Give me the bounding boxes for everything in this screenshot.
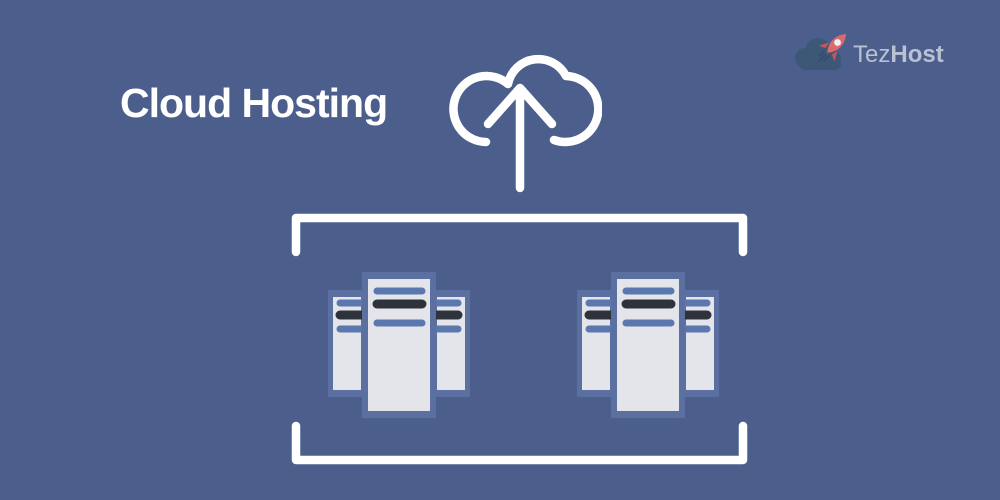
bracket-bottom — [291, 421, 748, 465]
bracket-top — [291, 213, 748, 257]
brand-logo: TezHost — [791, 24, 944, 76]
brand-name-bold: Host — [890, 41, 944, 68]
rocket-cloud-logo-icon — [795, 33, 847, 70]
server-cluster-right — [577, 272, 719, 418]
server-cluster-left — [328, 272, 470, 418]
cloud-outline — [449, 54, 602, 147]
brand-name-light: Tez — [853, 41, 891, 68]
brand-name: TezHost — [853, 41, 944, 69]
page-title: Cloud Hosting — [120, 80, 388, 126]
rocket-window — [834, 39, 841, 46]
bracket-frame — [291, 213, 748, 465]
logo-rocket — [818, 33, 847, 62]
cloud-upload-icon — [449, 54, 602, 193]
